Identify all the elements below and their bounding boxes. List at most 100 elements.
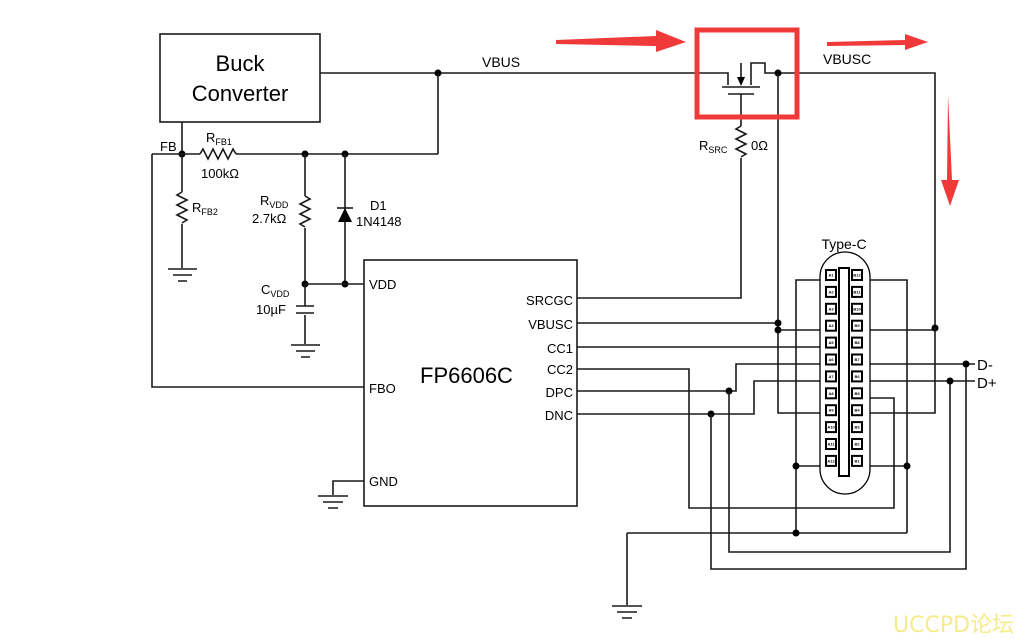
typec-tongue (838, 267, 850, 477)
a12-junction (792, 462, 800, 470)
dnc-wire (577, 380, 826, 415)
dplus-label: D+ (977, 375, 997, 392)
dpc-wire (577, 363, 826, 392)
typec-pin-b10 (851, 302, 863, 315)
d1-value: 1N4148 (356, 214, 402, 229)
ic-gnd-wire (332, 480, 364, 495)
pin-srcgc: SRCGC (526, 293, 573, 308)
cvdd-value: 10µF (256, 302, 286, 317)
typec-pin-label: A7 (828, 374, 834, 379)
ground-icon (318, 495, 348, 509)
typec-pin-b11 (851, 285, 863, 298)
vbus-label: VBUS (482, 54, 520, 70)
dminus-label: D- (977, 357, 993, 374)
typec-pin-label: B12 (853, 273, 861, 278)
rfb1-value: 100kΩ (201, 166, 239, 181)
typec-pin-b6 (851, 370, 863, 383)
buck-label-2: Converter (192, 81, 289, 106)
typec-pin-a7 (825, 370, 837, 383)
pin-dnc: DNC (545, 408, 573, 423)
ground-icon (612, 605, 642, 619)
cc2-wire (577, 368, 895, 509)
typec-pin-label: B11 (853, 289, 861, 294)
typec-pin-a4 (825, 319, 837, 332)
b12-wire (862, 279, 908, 533)
d1-label: D1 (370, 198, 387, 213)
typec-pin-label: A5 (828, 340, 834, 345)
typec-pin-b12 (851, 269, 863, 281)
typec-pin-label: A6 (828, 357, 834, 362)
typec-pin-b4 (851, 404, 863, 417)
dpc-bottom-wire (728, 381, 951, 553)
typec-pin-label: B7 (854, 357, 860, 362)
rfb1-label: RFB1 (206, 130, 232, 147)
typec-pin-b2 (851, 438, 863, 450)
srcgc-wire (577, 94, 742, 299)
gnd-bus-junction (792, 529, 800, 537)
rfb2-label: RFB2 (192, 200, 218, 217)
arrow-right-icon (556, 30, 686, 52)
typec-pin-b7 (851, 353, 863, 366)
typec-pin-b1 (851, 454, 863, 467)
typec-pin-label: B1 (854, 458, 860, 463)
typec-pin-label: B10 (853, 306, 861, 311)
rsrc-label: RSRC (699, 138, 728, 155)
typec-pin-label: A9 (828, 408, 834, 413)
typec-pin-label: B3 (854, 425, 860, 430)
typec-pin-label: B4 (854, 408, 860, 413)
typec-pin-a1 (825, 269, 837, 281)
ground-icon (291, 344, 320, 358)
diode-icon (338, 208, 352, 222)
ic-vbusc-junction (774, 319, 782, 327)
pin-fbo: FBO (369, 381, 396, 396)
typec-pin-a11 (825, 438, 837, 450)
dnc-bottom-wire (710, 364, 967, 570)
pin-vdd: VDD (369, 277, 396, 292)
fb-label: FB (160, 139, 177, 154)
vbusc-wire (778, 72, 936, 328)
mosfet-icon (722, 62, 778, 95)
typec-pin-b8 (851, 336, 863, 349)
rsrc-value: 0Ω (751, 138, 768, 153)
buck-converter-block (159, 33, 321, 123)
typec-pin-label: A1 (828, 273, 834, 278)
b4-wire (862, 328, 936, 414)
typec-pin-a2 (825, 285, 837, 298)
typec-pin-label: B9 (854, 323, 860, 328)
typec-pin-b9 (851, 319, 863, 332)
watermark: UCCPD论坛 (893, 613, 1014, 638)
rsrc-resistor (734, 125, 748, 158)
typec-pins: A1A2A3A4A5A6A7A8A9A10A11A12B12B11B10B9B8… (825, 269, 863, 467)
a1-wire (795, 279, 826, 533)
typec-pin-label: B6 (854, 374, 860, 379)
fb-fbo-wire (151, 154, 364, 388)
typec-pin-label: B8 (854, 340, 860, 345)
vbusc-label: VBUSC (823, 51, 871, 67)
typec-pin-a6 (825, 353, 837, 366)
arrow-down-icon (941, 95, 959, 206)
typec-pin-label: B2 (854, 442, 860, 447)
typec-label: Type-C (821, 236, 866, 252)
cvdd-label: CVDD (261, 282, 290, 299)
typec-pin-label: A10 (827, 425, 835, 430)
typec-pin-a5 (825, 336, 837, 349)
typec-pin-a3 (825, 302, 837, 315)
typec-pin-label: A4 (828, 323, 834, 328)
typec-pin-label: A11 (827, 442, 835, 447)
typec-pin-label: A8 (828, 391, 834, 396)
pin-gnd: GND (369, 474, 398, 489)
fp6606c-ic (363, 259, 578, 507)
dminus-junction (962, 360, 970, 368)
vbusc-drop-wire (777, 73, 826, 414)
dplus-junction (946, 377, 954, 385)
b1-junction (903, 462, 911, 470)
pin-vbusc: VBUSC (528, 317, 573, 332)
rvdd-resistor (298, 195, 312, 228)
typec-pin-a10 (825, 421, 837, 434)
rfb1-resistor (199, 147, 237, 161)
capacitor-icon (296, 305, 314, 314)
rfb2-resistor (175, 191, 189, 224)
typec-pin-label: A2 (828, 289, 834, 294)
buck-label-1: Buck (216, 51, 266, 76)
typec-pin-label: B5 (854, 391, 860, 396)
